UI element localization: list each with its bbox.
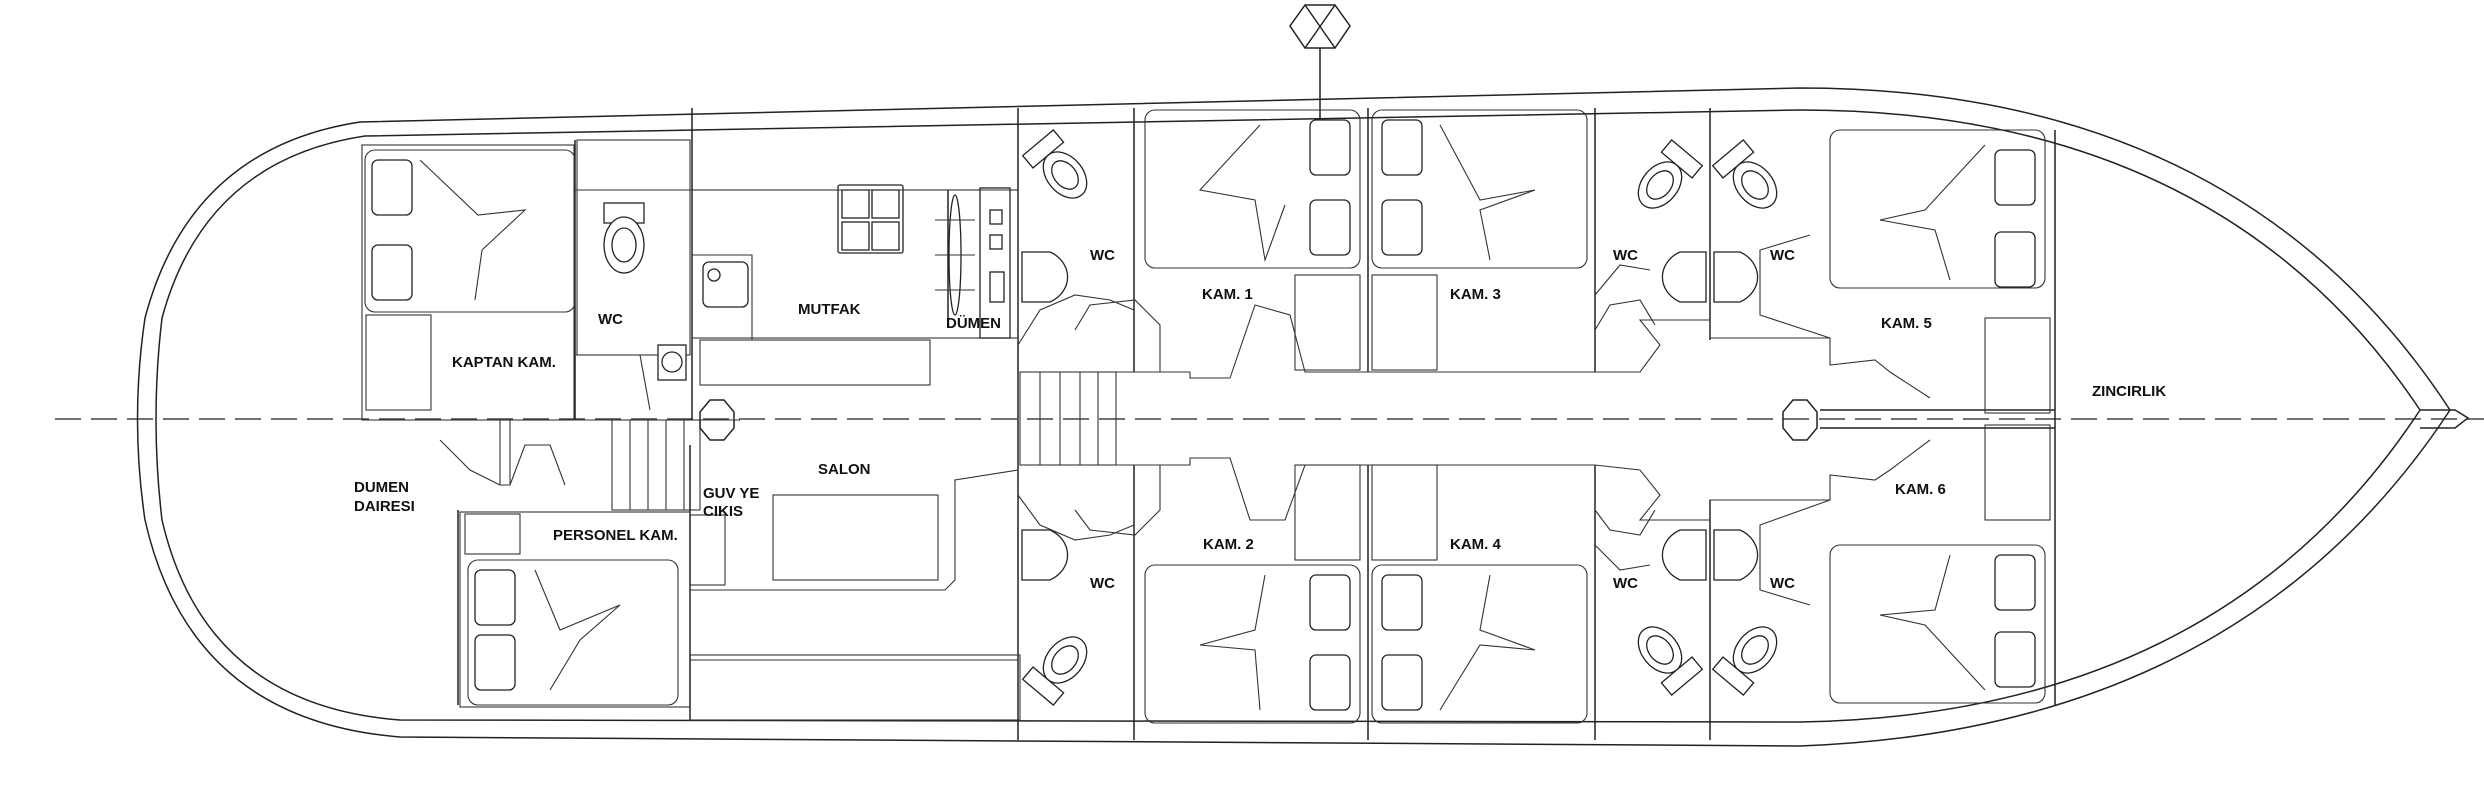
kaptan-cabin: [361, 144, 651, 421]
label-mutfak: MUTFAK: [798, 301, 861, 318]
hull-inner: [155, 109, 2421, 723]
bulkheads: [457, 108, 2056, 740]
column-aft: [699, 399, 735, 441]
label-wc-4: WC: [1770, 247, 1795, 264]
kam5-bed: [1829, 129, 2051, 414]
column-forward: [1782, 399, 1818, 441]
label-kam4: KAM. 4: [1450, 536, 1501, 553]
label-guv-ye: GUV YE: [703, 485, 760, 502]
mast: [1289, 4, 1351, 160]
label-dumen-dairesi-2: DAIRESI: [354, 498, 415, 515]
toilets: [1021, 129, 1778, 706]
label-personel-kam: PERSONEL KAM.: [553, 527, 678, 544]
label-kam3: KAM. 3: [1450, 286, 1501, 303]
label-cikis: CIKIS: [703, 503, 744, 520]
kam6-bed: [1829, 424, 2051, 704]
label-kaptan-kam: KAPTAN KAM.: [452, 354, 556, 371]
steering-room: [439, 420, 566, 486]
corridor: [1020, 234, 1931, 606]
label-wc-5: WC: [1613, 575, 1638, 592]
label-kam5: KAM. 5: [1881, 315, 1932, 332]
partitions: [575, 189, 1651, 661]
helm-wheel: [935, 190, 975, 318]
sinks: [1021, 251, 1759, 581]
kam1-bed: [1144, 109, 1361, 371]
personel-cabin: [459, 511, 726, 708]
label-kam6: KAM. 6: [1895, 481, 1946, 498]
forward-bulkhead: [1820, 409, 2055, 429]
label-kam2: KAM. 2: [1203, 536, 1254, 553]
hull-outline: [136, 87, 2451, 747]
label-dumen: DÜMEN: [946, 315, 1001, 332]
label-wc-1: WC: [1090, 247, 1115, 264]
label-zincirlik: ZINCIRLIK: [2092, 383, 2167, 400]
label-wc-3: WC: [1613, 247, 1638, 264]
kaptan-wc: [576, 139, 691, 381]
label-wc-2: WC: [1090, 575, 1115, 592]
galley: [691, 184, 1019, 386]
stairs-aft: [575, 419, 740, 511]
label-wc-6: WC: [1770, 575, 1795, 592]
bow-tip: [2420, 409, 2470, 429]
kam4-bed: [1371, 464, 1588, 724]
label-dumen-dairesi-1: DUMEN: [354, 479, 409, 496]
stairs-forward: [1019, 371, 1117, 466]
kam3-bed: [1371, 109, 1588, 371]
kam2-bed: [1144, 464, 1361, 724]
label-salon: SALON: [818, 461, 871, 478]
label-kam1: KAM. 1: [1202, 286, 1253, 303]
label-wc-kaptan: WC: [598, 311, 623, 328]
